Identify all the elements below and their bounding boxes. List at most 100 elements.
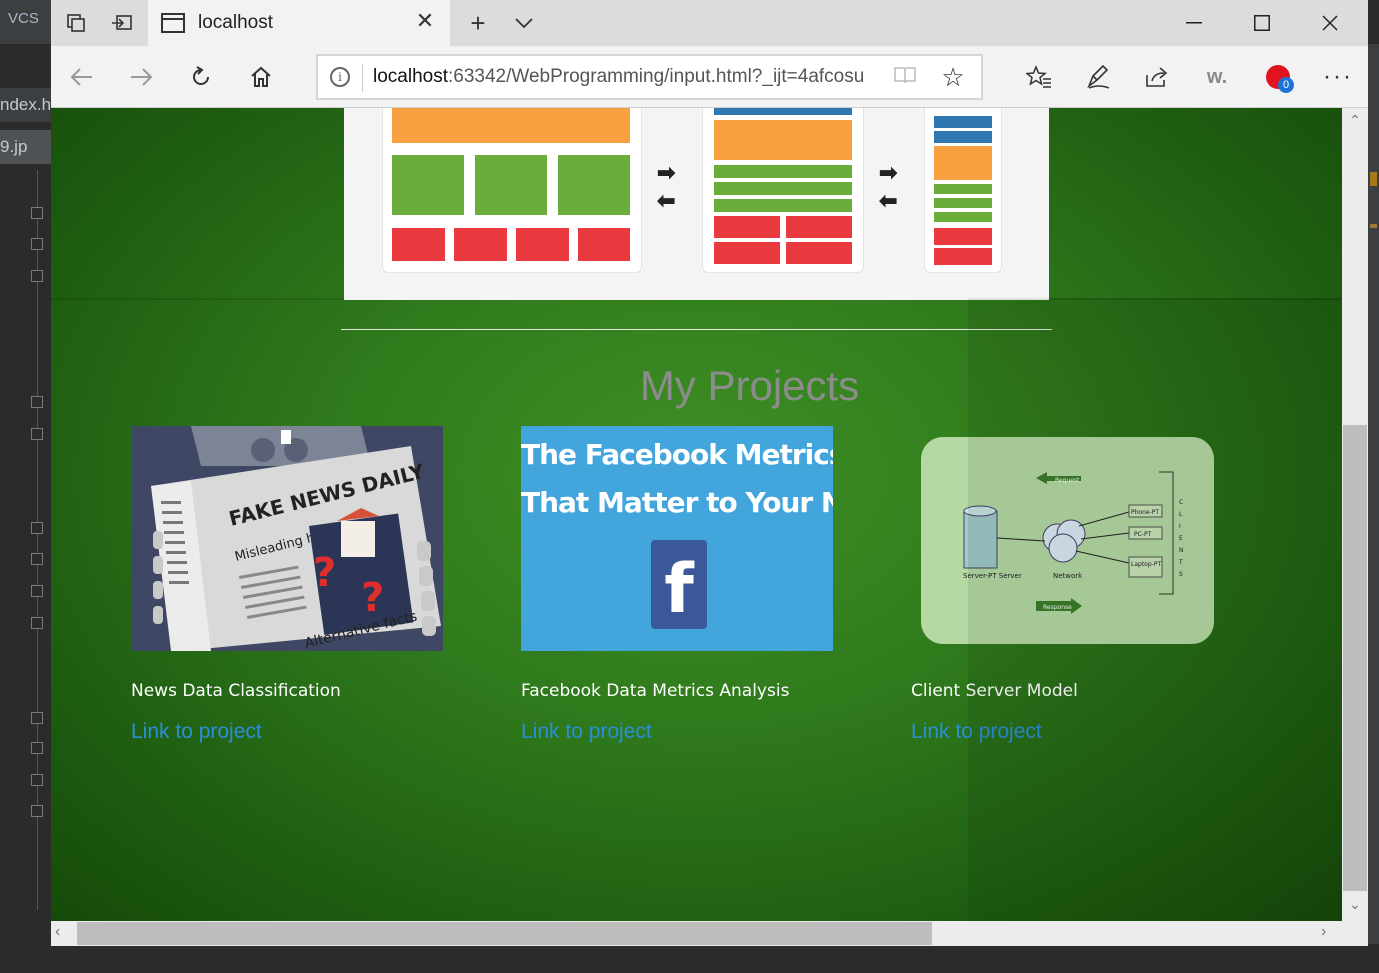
phone-label: Phone-PT [1131,509,1159,516]
tab-bar: localhost ✕ + [51,0,1368,46]
ide-gutter [37,170,38,910]
project-link[interactable]: Link to project [131,720,262,743]
fold-marker[interactable] [31,553,43,565]
project-link[interactable]: Link to project [521,720,652,743]
extension-count: 0 [1278,77,1294,93]
fold-marker[interactable] [31,742,43,754]
vertical-scrollbar[interactable]: ⌃ ⌄ [1342,108,1368,921]
client-server-image[interactable]: Server-PT Server Network Phone-PT PC-PT … [911,426,1223,651]
forward-button[interactable] [121,58,161,96]
scroll-right-icon[interactable]: › [1321,923,1327,940]
fold-marker[interactable] [31,396,43,408]
address-bar[interactable]: i localhost:63342/WebProgramming/input.h… [316,54,983,100]
fold-marker[interactable] [31,428,43,440]
horizontal-scrollbar[interactable]: ‹ › [51,921,1368,946]
back-button[interactable] [62,58,102,96]
response-label: Response [1043,604,1072,611]
ide-bottom-bar [0,946,1379,973]
reading-view-icon[interactable] [891,65,919,89]
fold-marker[interactable] [31,805,43,817]
section-title: My Projects [639,362,860,409]
scroll-left-icon[interactable]: ‹ [55,923,61,940]
refresh-button[interactable] [181,58,221,96]
svg-text:?: ? [361,575,384,621]
tab-title: localhost [198,12,273,33]
url-path: :63342/WebProgramming/input.html?_ijt=4a… [448,66,865,87]
scroll-up-icon[interactable]: ⌃ [1349,112,1361,128]
tab-actions-icon[interactable] [53,0,99,46]
section-divider [341,329,1052,330]
ide-menu-vcs[interactable]: VCS [0,0,52,44]
vertical-scroll-thumb[interactable] [1343,425,1367,891]
ide-tab-index[interactable]: ndex.h [0,88,52,122]
horizontal-scroll-thumb[interactable] [77,922,932,945]
new-tab-icon[interactable]: + [470,7,486,38]
fold-marker[interactable] [31,270,43,282]
extension-w-label: w. [1206,65,1228,88]
project-title: Client Server Model [911,681,1078,701]
svg-text:S: S [1179,571,1183,578]
fold-marker[interactable] [31,585,43,597]
fold-marker[interactable] [31,238,43,250]
arrow-right-icon: ➡ [657,160,676,185]
svg-text:L: L [1179,511,1183,518]
ide-marker [1370,172,1377,186]
home-button[interactable] [241,58,281,96]
fb-image-line2: That Matter to Your Nonprofit [521,486,833,519]
svg-text:T: T [1178,559,1183,566]
arrow-right-icon: ➡ [879,160,898,185]
more-options-icon[interactable]: ··· [1323,63,1353,90]
page-icon [161,13,185,33]
fold-marker[interactable] [31,522,43,534]
extension-badge-icon[interactable]: 0 [1258,58,1298,96]
svg-text:N: N [1179,547,1184,554]
pen-icon[interactable] [1078,58,1118,96]
browser-window: localhost ✕ + i l [51,0,1368,946]
close-tab-icon[interactable]: ✕ [415,8,435,33]
project-title: Facebook Data Metrics Analysis [521,681,790,701]
network-label: Network [1053,572,1083,580]
project-title: News Data Classification [131,681,341,701]
svg-text:?: ? [313,550,336,596]
address-url[interactable]: localhost:63342/WebProgramming/input.htm… [373,66,883,88]
request-label: Request [1055,477,1080,484]
svg-text:I: I [1179,523,1181,530]
minimize-button[interactable] [1160,0,1228,46]
url-host: localhost [373,66,448,87]
pc-label: PC-PT [1134,531,1152,538]
facebook-logo-letter: f [664,550,694,629]
extension-w-icon[interactable]: w. [1197,58,1237,96]
svg-text:C: C [1179,499,1183,506]
project-link[interactable]: Link to project [911,720,1042,743]
browser-tab[interactable]: localhost ✕ [148,0,450,46]
ide-tab-image[interactable]: 9.jp [0,130,52,164]
fold-marker[interactable] [31,712,43,724]
favorites-icon[interactable] [1019,58,1059,96]
responsive-design-image: ➡ ⬅ ➡ ⬅ [344,108,1049,300]
favorite-star-icon[interactable]: ☆ [941,62,965,92]
fold-marker[interactable] [31,617,43,629]
ide-right-strip [1368,44,1379,944]
svg-text:E: E [1179,535,1183,542]
server-label: Server-PT Server [963,572,1022,580]
scroll-down-icon[interactable]: ⌄ [1349,896,1361,912]
maximize-button[interactable] [1228,0,1296,46]
fold-marker[interactable] [31,207,43,219]
site-info-icon[interactable]: i [330,67,350,87]
ide-marker [1370,224,1377,228]
close-window-button[interactable] [1296,0,1364,46]
facebook-metrics-image[interactable]: The Facebook Metrics That Matter to Your… [521,426,833,651]
page-viewport: ➡ ⬅ ➡ ⬅ My Projects [51,108,1342,921]
chevron-down-icon[interactable] [501,0,547,46]
navigation-bar: i localhost:63342/WebProgramming/input.h… [51,46,1368,108]
arrow-left-icon: ⬅ [657,188,676,213]
fake-news-image[interactable]: FAKE NEWS DAILY Misleading headline ? ? … [131,426,443,651]
share-icon[interactable] [1137,58,1177,96]
arrow-left-icon: ⬅ [879,188,898,213]
set-aside-tabs-icon[interactable] [99,0,145,46]
laptop-label: Laptop-PT [1131,561,1161,568]
fold-marker[interactable] [31,774,43,786]
address-separator [362,64,363,92]
fb-image-line1: The Facebook Metrics [521,438,833,471]
facebook-logo-icon: f [651,540,707,629]
